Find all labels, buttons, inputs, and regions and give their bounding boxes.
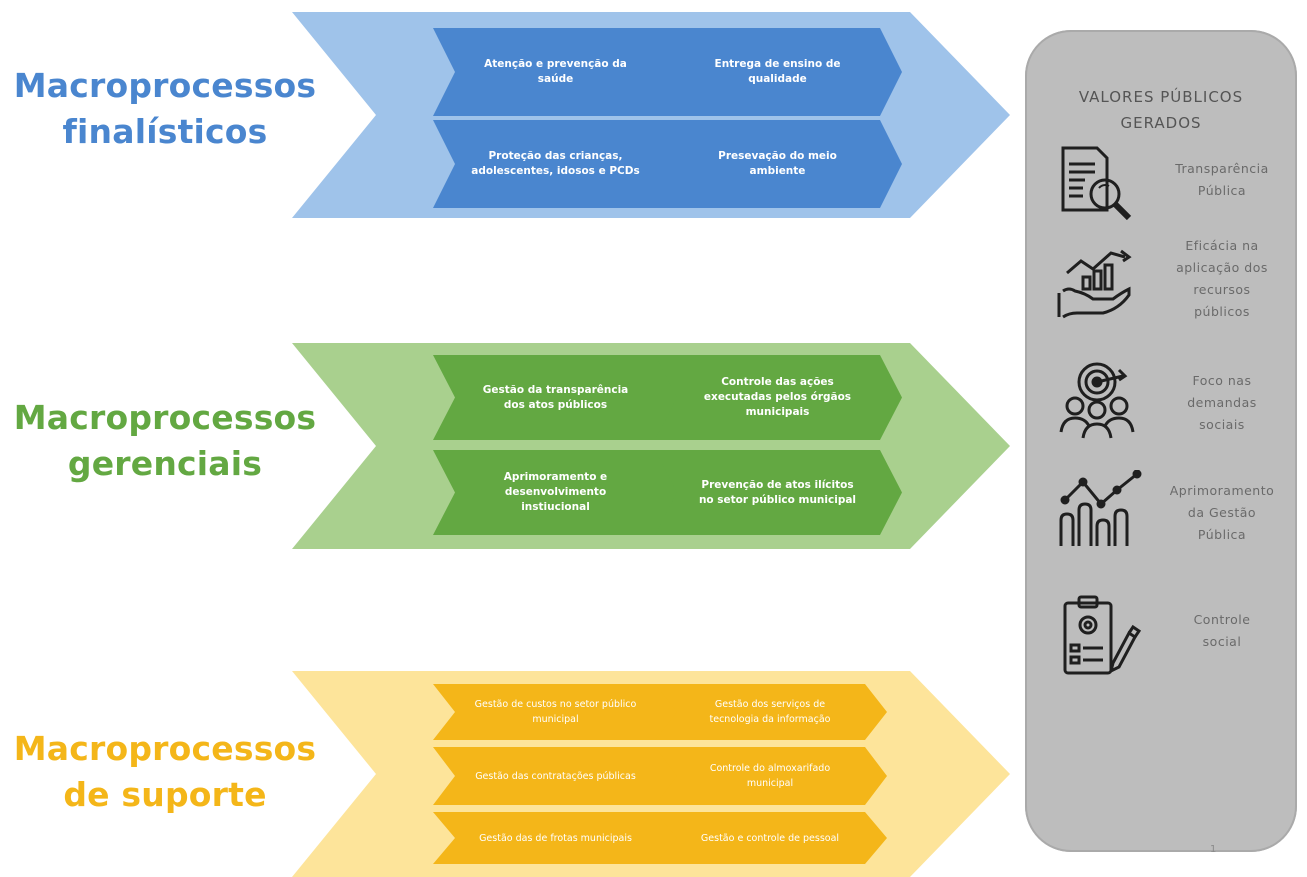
finalisticos-box-1-label: Atenção e prevenção da saúde xyxy=(484,58,627,85)
suporte-box-6: Gestão e controle de pessoal xyxy=(655,812,887,864)
suporte-title-line1: Macroprocessos xyxy=(13,729,317,768)
page-number: 1 xyxy=(1210,844,1217,855)
valor-label-line: recursos xyxy=(1193,282,1251,297)
target-people-icon xyxy=(1059,362,1135,439)
finalisticos-title: Macroprocessos finalísticos xyxy=(0,63,330,155)
valores-title-line1: VALORES PÚBLICOS xyxy=(1078,88,1244,106)
gerenciais-title-line1: Macroprocessos xyxy=(13,398,317,437)
gerenciais-box-4-label: Prevenção de atos ilícitos no setor públ… xyxy=(698,478,857,506)
suporte-box-3: Gestão das contratações públicas xyxy=(433,747,680,805)
document-magnifier-icon xyxy=(1061,146,1132,220)
suporte-box-6-label: Gestão e controle de pessoal xyxy=(700,832,840,844)
gerenciais-box-1: Gestão da transparência dos atos público… xyxy=(433,355,680,440)
valores-title: VALORES PÚBLICOS GERADOS xyxy=(1025,84,1297,136)
valores-panel: VALORES PÚBLICOS GERADOS Transparência P… xyxy=(1025,30,1297,852)
valor-label-line: Foco nas xyxy=(1192,373,1252,388)
valor-label-foco: Foco nas demandas sociais xyxy=(1157,370,1287,436)
finalisticos-title-line1: Macroprocessos xyxy=(13,66,317,105)
clipboard-pen-icon xyxy=(1063,595,1142,675)
valor-label-line: sociais xyxy=(1199,417,1245,432)
gerenciais-box-2: Controle das ações executadas pelos órgã… xyxy=(655,355,902,440)
finalisticos-box-2-label: Entrega de ensino de qualidade xyxy=(714,58,841,85)
bar-chart-trend-icon xyxy=(1059,470,1142,546)
valor-label-eficacia: Eficácia na aplicação dos recursos públi… xyxy=(1157,235,1287,323)
valor-label-controle: Controle social xyxy=(1157,609,1287,653)
gerenciais-box-2-label: Controle das ações executadas pelos órgã… xyxy=(703,376,852,418)
suporte-box-4-label: Controle do almoxarifado municipal xyxy=(709,763,831,789)
gerenciais-box-4: Prevenção de atos ilícitos no setor públ… xyxy=(655,450,902,535)
suporte-box-1: Gestão de custos no setor público munici… xyxy=(433,684,680,740)
gerenciais-title-line2: gerenciais xyxy=(67,444,263,483)
valor-label-transparencia: Transparência Pública xyxy=(1157,158,1287,202)
finalisticos-box-1: Atenção e prevenção da saúde xyxy=(433,28,680,116)
valor-label-line: aplicação dos xyxy=(1176,260,1268,275)
finalisticos-box-3-label: Proteção das crianças, adolescentes, ido… xyxy=(471,150,640,177)
suporte-box-1-label: Gestão de custos no setor público munici… xyxy=(474,699,637,725)
valor-label-line: social xyxy=(1202,634,1242,649)
finalisticos-box-4: Presevação do meio ambiente xyxy=(655,120,902,208)
suporte-box-5-label: Gestão das de frotas municipais xyxy=(479,832,632,844)
finalisticos-box-4-label: Presevação do meio ambiente xyxy=(718,150,837,177)
valor-label-line: Eficácia na xyxy=(1185,238,1259,253)
suporte-title: Macroprocessos de suporte xyxy=(0,726,330,818)
gerenciais-box-3: Aprimoramento e desenvolvimento instiuci… xyxy=(433,450,680,535)
valor-label-aprimoramento: Aprimoramento da Gestão Pública xyxy=(1157,480,1287,546)
valor-label-line: demandas xyxy=(1187,395,1257,410)
valor-label-line: Controle xyxy=(1193,612,1251,627)
suporte-box-3-label: Gestão das contratações públicas xyxy=(475,770,636,782)
valores-title-line2: GERADOS xyxy=(1120,114,1202,132)
valor-label-line: Aprimoramento xyxy=(1169,483,1275,498)
valor-label-line: Pública xyxy=(1197,183,1247,198)
gerenciais-box-3-label: Aprimoramento e desenvolvimento instiuci… xyxy=(503,471,608,513)
growth-chart-hand-icon xyxy=(1057,249,1132,319)
suporte-box-2: Gestão dos serviços de tecnologia da inf… xyxy=(655,684,887,740)
valor-label-line: públicos xyxy=(1194,304,1250,319)
gerenciais-title: Macroprocessos gerenciais xyxy=(0,395,330,487)
gerenciais-box-1-label: Gestão da transparência dos atos público… xyxy=(482,383,629,411)
finalisticos-title-line2: finalísticos xyxy=(62,112,268,151)
suporte-box-4: Controle do almoxarifado municipal xyxy=(655,747,887,805)
suporte-box-5: Gestão das de frotas municipais xyxy=(433,812,680,864)
valor-label-line: Pública xyxy=(1197,527,1247,542)
valor-label-line: da Gestão xyxy=(1187,505,1257,520)
finalisticos-box-3: Proteção das crianças, adolescentes, ido… xyxy=(433,120,680,208)
suporte-title-line2: de suporte xyxy=(63,775,267,814)
finalisticos-box-2: Entrega de ensino de qualidade xyxy=(655,28,902,116)
suporte-box-2-label: Gestão dos serviços de tecnologia da inf… xyxy=(709,699,831,725)
valor-label-line: Transparência xyxy=(1175,161,1269,176)
